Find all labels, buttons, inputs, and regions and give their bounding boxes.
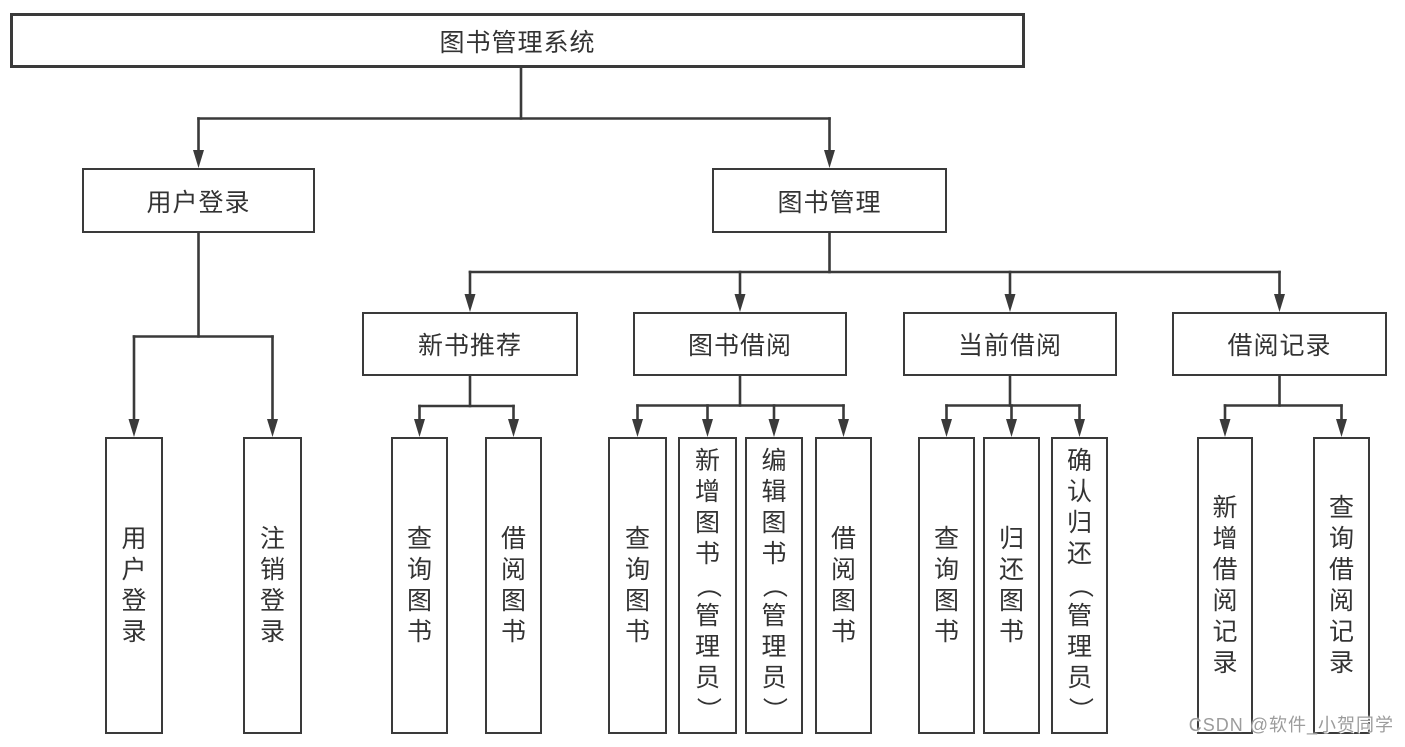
node-new-book-recommendation-label: 新书推荐 [417, 332, 522, 360]
leaf-search-book-recommend: 查询图书 [391, 437, 448, 734]
leaf-borrow-book-recommend: 借阅图书 [485, 437, 542, 734]
arrowhead-icon [824, 150, 835, 168]
leaf-edit-book-admin: 编辑图书（管理员） [745, 437, 803, 734]
leaf-search-borrow-record-label: 查询借阅记录 [1328, 493, 1354, 677]
node-book-borrowing-label: 图书借阅 [687, 332, 792, 360]
arrowhead-icon [193, 150, 204, 168]
leaf-search-book-recommend-label: 查询图书 [406, 524, 432, 646]
node-user-login-label: 用户登录 [146, 188, 251, 217]
leaf-user-login: 用户登录 [105, 437, 163, 734]
leaf-logout-label: 注销登录 [259, 524, 285, 646]
arrowhead-icon [1274, 294, 1285, 312]
leaf-search-borrow-record: 查询借阅记录 [1313, 437, 1370, 734]
arrowhead-icon [414, 419, 425, 437]
node-book-management-label: 图书管理 [777, 188, 882, 217]
node-current-borrowing: 当前借阅 [903, 312, 1117, 376]
arrowhead-icon [632, 419, 643, 437]
leaf-search-book-current: 查询图书 [918, 437, 975, 734]
arrowhead-icon [1219, 419, 1231, 437]
node-book-management: 图书管理 [712, 168, 947, 233]
arrowhead-icon [464, 294, 476, 312]
leaf-add-borrow-record: 新增借阅记录 [1197, 437, 1253, 734]
leaf-borrow-book-label: 借阅图书 [830, 524, 856, 646]
leaf-add-borrow-record-label: 新增借阅记录 [1212, 493, 1238, 677]
node-root: 图书管理系统 [10, 13, 1025, 68]
leaf-borrow-book: 借阅图书 [815, 437, 872, 734]
leaf-return-book: 归还图书 [983, 437, 1040, 734]
arrowhead-icon [702, 419, 713, 437]
arrowhead-icon [508, 419, 519, 437]
arrowhead-icon [838, 419, 849, 437]
node-current-borrowing-label: 当前借阅 [957, 332, 1062, 360]
leaf-user-login-label: 用户登录 [121, 524, 147, 646]
node-borrowing-records-label: 借阅记录 [1227, 332, 1332, 360]
leaf-confirm-return-admin: 确认归还（管理员） [1051, 437, 1108, 734]
arrowhead-icon [267, 419, 278, 437]
leaf-return-book-label: 归还图书 [998, 524, 1024, 646]
node-book-borrowing: 图书借阅 [633, 312, 847, 376]
arrowhead-icon [128, 419, 140, 437]
watermark: CSDN @软件_小贺同学 [1188, 715, 1394, 735]
node-borrowing-records: 借阅记录 [1172, 312, 1387, 376]
arrowhead-icon [1074, 419, 1085, 437]
arrowhead-icon [1004, 294, 1016, 312]
leaf-edit-book-admin-label: 编辑图书（管理员） [760, 447, 789, 723]
arrowhead-icon [1336, 419, 1347, 437]
leaf-confirm-return-admin-label: 确认归还（管理员） [1065, 447, 1094, 723]
arrowhead-icon [768, 419, 780, 437]
leaf-logout: 注销登录 [243, 437, 302, 734]
arrowhead-icon [1006, 419, 1017, 437]
leaf-search-book-current-label: 查询图书 [933, 524, 959, 646]
node-new-book-recommendation: 新书推荐 [362, 312, 578, 376]
node-user-login: 用户登录 [82, 168, 315, 233]
arrowhead-icon [734, 294, 746, 312]
node-root-label: 图书管理系统 [439, 28, 596, 57]
arrowhead-icon [941, 419, 952, 437]
leaf-add-book-admin-label: 新增图书（管理员） [693, 447, 722, 723]
leaf-add-book-admin: 新增图书（管理员） [678, 437, 737, 734]
leaf-borrow-book-recommend-label: 借阅图书 [500, 524, 526, 646]
leaf-search-book-borrow: 查询图书 [608, 437, 667, 734]
leaf-search-book-borrow-label: 查询图书 [624, 524, 650, 646]
